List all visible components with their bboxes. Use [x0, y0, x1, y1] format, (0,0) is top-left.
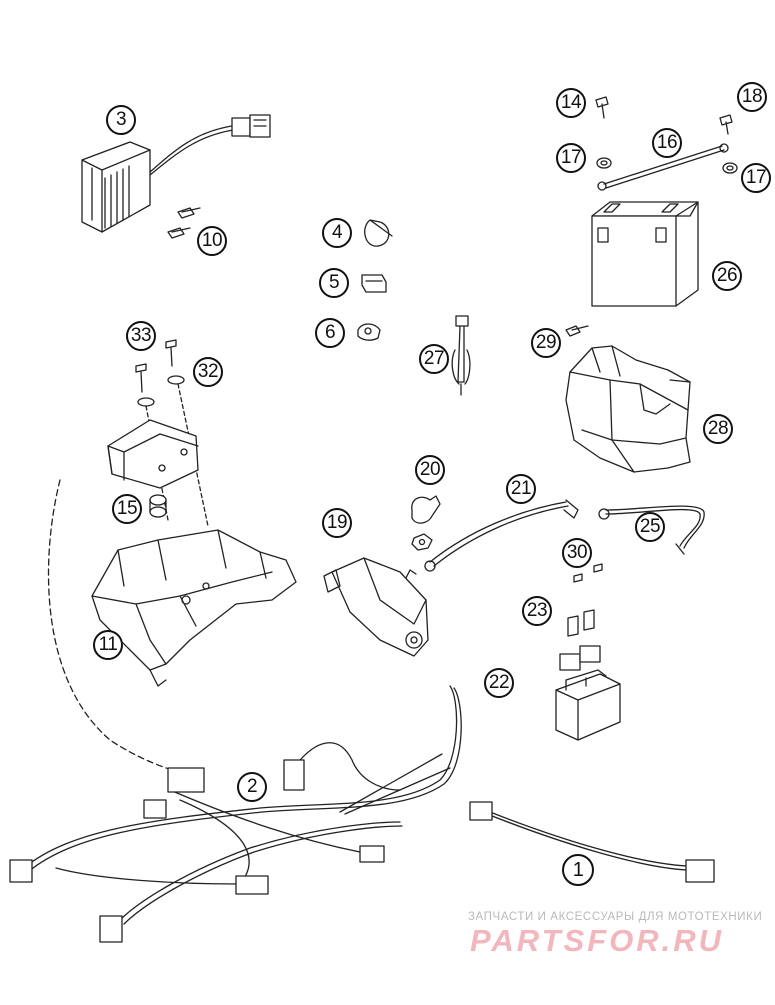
callout-1: 1 [562, 854, 594, 886]
callout-17-left: 17 [556, 143, 586, 173]
callout-16: 16 [652, 128, 682, 158]
callout-10: 10 [197, 226, 227, 256]
cable-tie-part [364, 219, 393, 247]
relay-part [555, 645, 621, 741]
screw-part-30 [573, 563, 603, 583]
nut-part [411, 533, 433, 551]
callout-17-right: 17 [741, 163, 771, 193]
callout-5: 5 [319, 268, 349, 298]
watermark-subtitle: ЗАПЧАСТИ И АКСЕССУАРЫ ДЛЯ МОТОТЕХНИКИ [468, 911, 763, 923]
electronics-bracket-part [91, 529, 297, 687]
clip-part-5 [361, 274, 387, 293]
callout-15: 15 [112, 494, 142, 524]
callout-14: 14 [556, 88, 586, 118]
holder-part-6 [357, 323, 381, 341]
starter-motor-part [323, 557, 429, 657]
callout-23: 23 [522, 596, 552, 626]
terminal-hardware [595, 96, 738, 174]
callout-4: 4 [322, 218, 352, 248]
ground-cable-part [598, 505, 705, 555]
callout-21: 21 [506, 474, 536, 504]
cable-part-1 [469, 801, 715, 883]
callout-11: 11 [93, 630, 123, 660]
callout-30: 30 [562, 538, 592, 568]
cdi-unit-part [107, 419, 199, 489]
rubber-boot-part [411, 495, 441, 524]
battery-cable-part [597, 143, 729, 191]
wiring-harness-part [9, 479, 462, 943]
voltage-regulator-part [81, 114, 271, 233]
grommet-part [149, 494, 167, 518]
callout-2: 2 [237, 772, 267, 802]
callout-25: 25 [635, 512, 665, 542]
callout-6: 6 [315, 318, 345, 348]
callout-32: 32 [193, 357, 223, 387]
callout-22: 22 [484, 668, 514, 698]
callout-33: 33 [126, 321, 156, 351]
strap-part-27 [451, 315, 471, 396]
callout-27: 27 [419, 344, 449, 374]
watermark-logo: PARTSFOR.RU [470, 923, 725, 958]
callout-20: 20 [415, 455, 445, 485]
callout-18: 18 [737, 82, 767, 112]
battery-holder-part [565, 345, 691, 473]
callout-19: 19 [322, 508, 352, 538]
callout-26: 26 [712, 261, 742, 291]
starter-cable-part [424, 499, 579, 572]
bolt-part-10 [167, 207, 201, 239]
battery-part [591, 201, 699, 307]
bolt-part-29 [565, 325, 589, 337]
callout-3: 3 [106, 105, 136, 135]
fuse-part [567, 609, 595, 637]
callout-28: 28 [703, 414, 733, 444]
callout-29: 29 [531, 328, 561, 358]
